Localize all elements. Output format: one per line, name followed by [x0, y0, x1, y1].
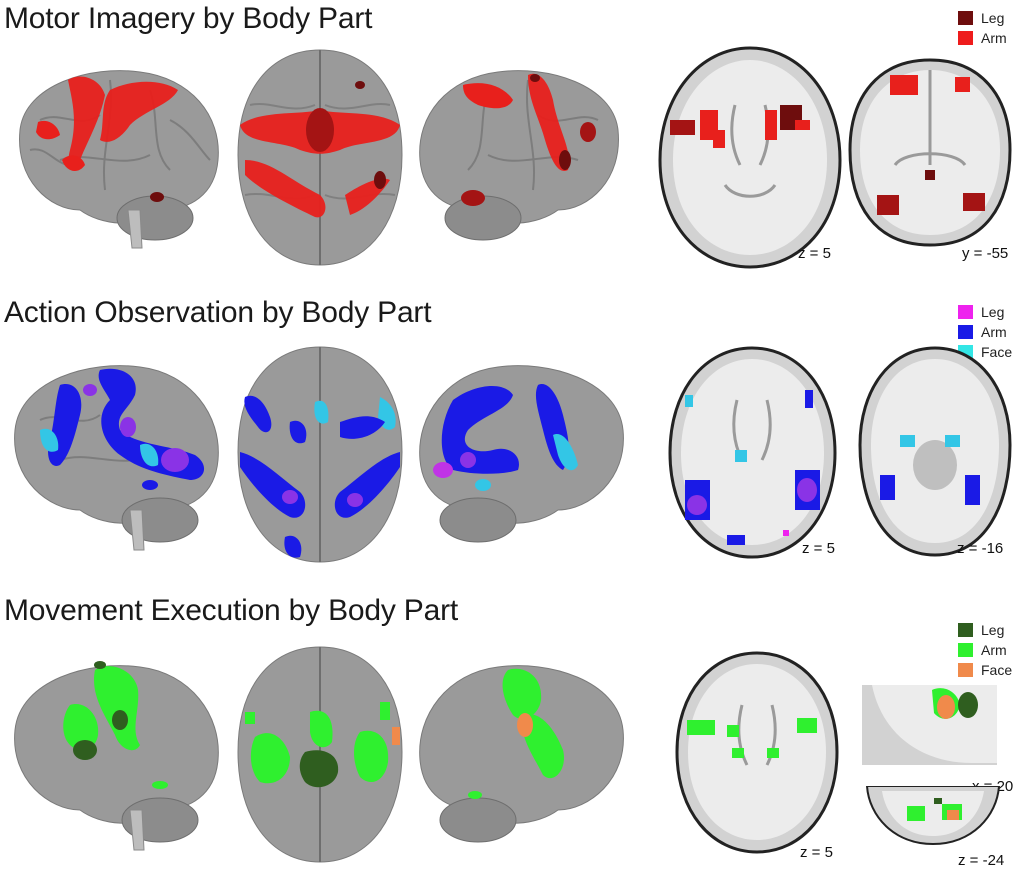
legend-swatch [958, 305, 973, 319]
legend-swatch [958, 31, 973, 45]
axial-slice-z-16 [858, 346, 1012, 557]
legend-swatch [958, 11, 973, 25]
sagittal-slice-x20 [862, 685, 997, 765]
axial-slice-z5 [668, 346, 837, 559]
legend-swatch [958, 643, 973, 657]
legend-item-leg: Leg [958, 620, 1012, 640]
legend-item-arm: Arm [958, 322, 1012, 342]
legend-label: Arm [981, 30, 1007, 46]
brain-left-lateral-view [14, 365, 219, 551]
brain-dorsal-view [237, 646, 403, 863]
slice-label: z = 5 [798, 245, 831, 262]
brain-left-lateral-view [19, 70, 219, 249]
legend-label: Leg [981, 622, 1005, 638]
slice-label: y = -55 [962, 245, 1009, 262]
legend-item-arm: Arm [958, 28, 1007, 48]
legend-label: Arm [981, 642, 1007, 658]
legend-swatch [958, 663, 973, 677]
brain-right-lateral-view [419, 365, 624, 543]
axial-slice-z5 [658, 46, 842, 269]
brain-right-lateral-view [419, 665, 624, 843]
panel-title: Action Observation by Body Part [4, 296, 432, 329]
panel-title: Motor Imagery by Body Part [4, 2, 373, 35]
brain-left-lateral-view [14, 661, 219, 851]
legend-swatch [958, 623, 973, 637]
legend-label: Leg [981, 304, 1005, 320]
slice-label: z = 5 [802, 540, 835, 557]
slice-label: z = -24 [958, 852, 1005, 869]
coronal-slice-y-55 [848, 58, 1012, 247]
brain-right-lateral-view [419, 70, 619, 241]
legend-item-arm: Arm [958, 640, 1012, 660]
legend-label: Face [981, 344, 1013, 360]
coronal-slice-z-24 [865, 786, 1001, 846]
brain-dorsal-view [237, 346, 403, 563]
legend-item-face: Face [958, 660, 1012, 680]
legend: Leg Arm [958, 8, 1007, 48]
panel-motor-imagery: Motor Imagery by Body Part Leg Arm [0, 0, 1024, 290]
legend: Leg Arm Face [958, 620, 1012, 680]
panel-title: Movement Execution by Body Part [4, 594, 459, 627]
axial-slice-z5 [675, 651, 839, 854]
brain-dorsal-view [237, 49, 403, 266]
legend-item-leg: Leg [958, 302, 1012, 322]
legend-label: Face [981, 662, 1013, 678]
legend-item-leg: Leg [958, 8, 1007, 28]
legend-label: Arm [981, 324, 1007, 340]
slice-label: z = -16 [957, 540, 1004, 557]
slice-label: z = 5 [800, 844, 833, 861]
legend-swatch [958, 325, 973, 339]
legend-label: Leg [981, 10, 1005, 26]
panel-action-observation: Action Observation by Body Part Leg Arm … [0, 290, 1024, 590]
panel-movement-execution: Movement Execution by Body Part Leg Arm … [0, 590, 1024, 876]
